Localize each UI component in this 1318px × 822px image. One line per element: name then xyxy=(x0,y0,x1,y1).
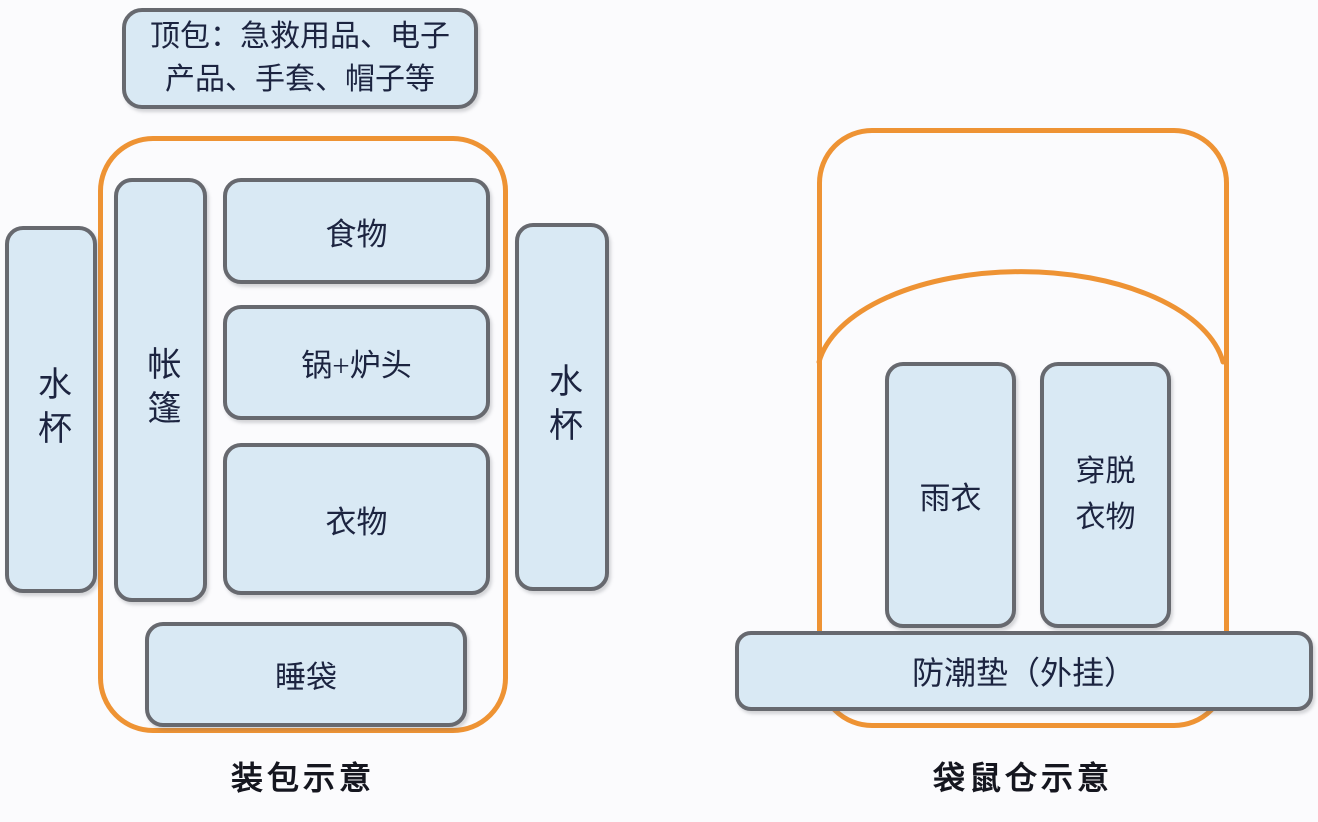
kangaroo-pocket-outline xyxy=(817,128,1229,728)
moisture-pad-label: 防潮垫（外挂） xyxy=(911,655,1136,691)
tent-box: 帐篷 xyxy=(114,178,207,602)
water-cup-left-label: 水杯 xyxy=(32,365,70,454)
tent-label: 帐篷 xyxy=(142,346,179,434)
clothes-label: 衣物 xyxy=(325,504,388,540)
backpack-outline xyxy=(98,136,508,733)
pot-stove-box: 锅+炉头 xyxy=(223,305,490,420)
food-box: 食物 xyxy=(223,178,490,284)
water-cup-right-box: 水杯 xyxy=(515,223,609,591)
raincoat-label: 雨衣 xyxy=(919,480,982,516)
top-pocket-note-line1: 顶包：急救用品、电子 xyxy=(150,19,450,53)
wear-clothes-box: 穿脱衣物 xyxy=(1040,362,1171,628)
sleeping-bag-box: 睡袋 xyxy=(145,622,467,727)
right-caption: 袋鼠仓示意 xyxy=(932,760,1113,796)
top-pocket-note-box: 顶包：急救用品、电子 产品、手套、帽子等 xyxy=(122,8,478,109)
water-cup-right-label: 水杯 xyxy=(543,363,581,451)
wear-clothes-label: 穿脱衣物 xyxy=(1075,454,1136,535)
food-label: 食物 xyxy=(325,216,388,252)
water-cup-left-box: 水杯 xyxy=(5,226,97,593)
moisture-pad-box: 防潮垫（外挂） xyxy=(735,631,1313,711)
kangaroo-pocket-arc xyxy=(816,269,1226,365)
raincoat-box: 雨衣 xyxy=(885,362,1016,628)
pot-stove-label: 锅+炉头 xyxy=(301,348,412,383)
top-pocket-note-line2: 产品、手套、帽子等 xyxy=(165,62,435,96)
clothes-box: 衣物 xyxy=(223,443,490,595)
sleeping-bag-label: 睡袋 xyxy=(275,660,337,695)
left-caption: 装包示意 xyxy=(230,760,375,796)
